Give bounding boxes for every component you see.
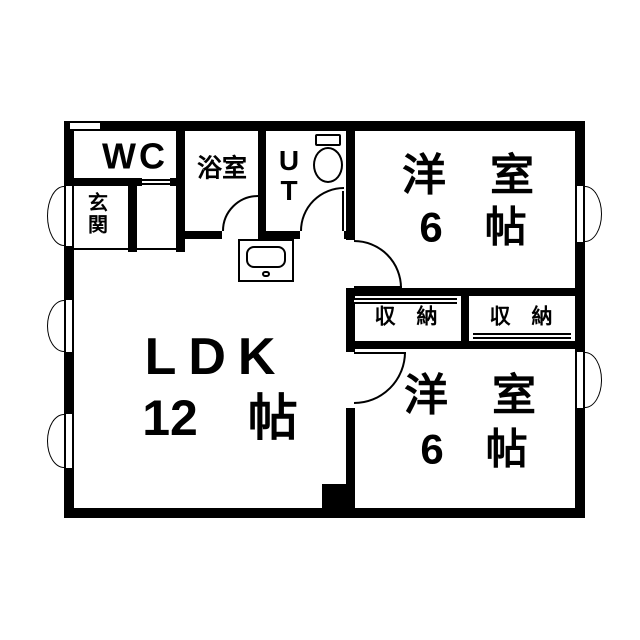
ldk-window-1-arc (47, 300, 64, 352)
bedroom-top-window-arc (585, 186, 602, 242)
wall-bathroom-left (176, 121, 185, 252)
ldk-window-1 (64, 300, 74, 352)
room-label-bedroom-top-name: 洋 室 (402, 151, 534, 201)
wall-service-left (185, 231, 222, 239)
room-label-utility: U T (278, 144, 300, 206)
wall-outer-bottom (64, 508, 585, 518)
bedroom-top-door-arc-curve (354, 240, 402, 288)
washbasin-tank (315, 134, 341, 146)
bedroom-top-window (575, 186, 585, 242)
room-label-ldk-name: LDK (144, 327, 288, 386)
room-label-bedroom-bottom-name: 洋 室 (404, 371, 536, 421)
room-label-bedroom-bottom-size: 6 帖 (420, 425, 528, 473)
wall-spine-lower (346, 408, 355, 518)
bedroom-bottom-window-arc (585, 352, 602, 408)
room-label-wc: WC (102, 135, 168, 177)
ldk-window-2 (64, 414, 74, 468)
bedroom-bottom-door-arc-curve (354, 352, 406, 404)
room-label-genkan: 玄 関 (88, 192, 108, 236)
wall-service-right (344, 231, 355, 239)
wc-door (142, 179, 170, 185)
pillar (322, 484, 346, 508)
kitchen-faucet-icon (262, 271, 270, 277)
wall-spine-middle (346, 288, 355, 352)
washbasin-bowl-icon (313, 147, 343, 183)
room-label-bedroom-top-size: 6 帖 (419, 203, 527, 251)
bedroom-bottom-door-arc (354, 352, 406, 404)
utility-door-arc-curve (300, 187, 344, 231)
ldk-window-2-arc (47, 414, 64, 468)
genkan-step-line (74, 248, 184, 250)
room-label-closet-left: 収 納 (374, 305, 438, 329)
wall-service-middle (258, 231, 300, 239)
room-label-bathroom: 浴室 (196, 154, 248, 183)
wall-bathroom-utility-divider (258, 121, 266, 239)
room-label-ldk-size: 12 帖 (142, 390, 298, 446)
bedroom-top-door-arc (354, 240, 402, 288)
bedroom-top-door-leaf (354, 286, 402, 288)
bedroom-bottom-door-leaf (354, 352, 406, 354)
wall-closet-divider (461, 288, 469, 349)
wall-outer-right (575, 121, 585, 518)
entrance-door-swing-arc (47, 186, 64, 246)
wall-wc-bottom-right (170, 178, 185, 186)
entrance-door (64, 186, 74, 246)
room-label-closet-right: 収 納 (489, 305, 553, 329)
wall-spine-upper (346, 121, 355, 240)
utility-door-leaf (342, 191, 344, 231)
wc-window (70, 121, 100, 131)
utility-door-arc (300, 187, 344, 231)
bedroom-bottom-window (575, 352, 585, 408)
closet-left-sliding-door (354, 298, 457, 304)
bathroom-door-arc (222, 195, 258, 231)
wall-genkan-right (128, 186, 137, 252)
bathroom-door-arc-curve (222, 195, 258, 231)
wall-wc-bottom-left (64, 178, 142, 186)
kitchen-sink-icon (246, 246, 286, 268)
wall-outer-top (64, 121, 585, 131)
closet-right-sliding-door (473, 333, 571, 339)
